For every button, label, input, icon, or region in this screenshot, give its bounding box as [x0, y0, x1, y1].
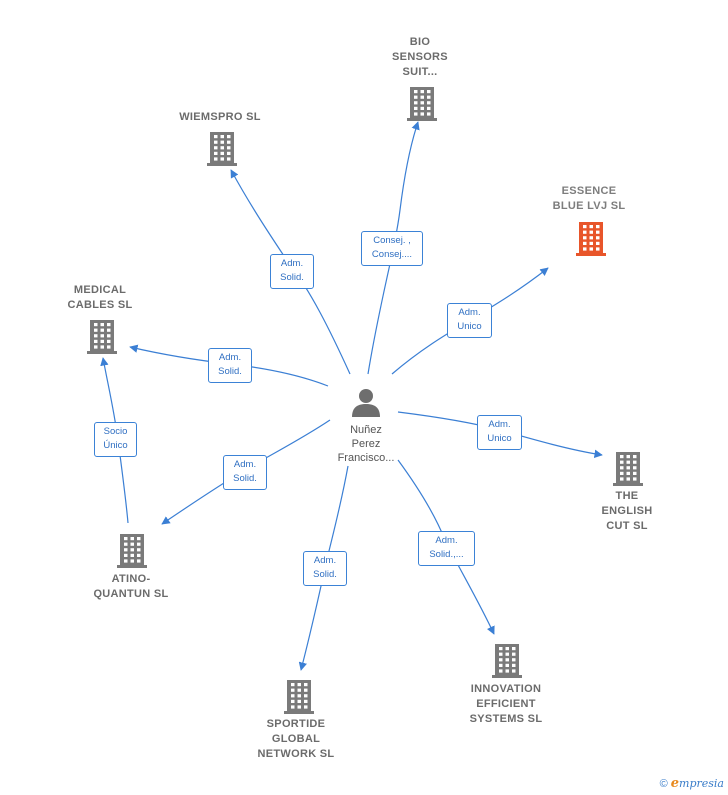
company-name-line: BIO [409, 36, 431, 48]
company-name-line: CABLES SL [67, 299, 133, 311]
role-line: Socio [103, 426, 128, 437]
company-name-line: WIEMSPRO SL [179, 111, 261, 123]
role-line: Solid. [233, 473, 257, 484]
role-badge-wiemspro[interactable]: Adm. Solid. [270, 254, 314, 289]
role-badge-medical[interactable]: Adm. Solid. [208, 348, 252, 383]
role-badge-innovation[interactable]: Adm. Solid.,... [418, 531, 475, 566]
role-badge-essence[interactable]: Adm. Unico [447, 303, 492, 338]
company-name-line: SPORTIDE [266, 718, 326, 730]
role-badge-atino[interactable]: Adm. Solid. [223, 455, 267, 490]
company-name-line: ATINO- [111, 573, 151, 585]
building-icon[interactable] [491, 642, 523, 683]
role-line: Unico [457, 321, 482, 332]
building-icon[interactable] [575, 220, 607, 261]
building-icon[interactable] [612, 450, 644, 491]
role-line: Solid. [218, 366, 242, 377]
empresia-logo: ©empresia [660, 776, 724, 791]
role-line: Consej.... [371, 249, 413, 260]
role-line: Adm. [488, 419, 511, 430]
edge-bio [367, 121, 420, 375]
role-line: Consej. , [373, 235, 411, 246]
brand-initial: e [670, 776, 680, 791]
company-label-innovation[interactable]: INNOVATION EFFICIENT SYSTEMS SL [448, 682, 564, 727]
company-name-line: MEDICAL [73, 284, 127, 296]
role-line: Adm. [218, 352, 242, 363]
company-name-line: NETWORK SL [257, 748, 335, 760]
company-name-line: INNOVATION [470, 683, 542, 695]
role-badge-bio[interactable]: Consej. , Consej.... [361, 231, 423, 266]
company-label-bio[interactable]: BIO SENSORS SUIT... [370, 35, 470, 80]
role-badge-sportide[interactable]: Adm. Solid. [303, 551, 347, 586]
copyright-symbol: © [659, 778, 668, 790]
company-label-sportide[interactable]: SPORTIDE GLOBAL NETWORK SL [240, 717, 352, 762]
role-line: Único [103, 440, 128, 451]
role-line: Adm. [280, 258, 304, 269]
person-icon[interactable] [350, 387, 382, 417]
center-person-name[interactable]: Nuñez Perez Francisco... [318, 423, 414, 465]
building-icon[interactable] [86, 318, 118, 359]
building-icon[interactable] [206, 130, 238, 171]
company-name-line: EFFICIENT [476, 698, 536, 710]
company-name-line: THE [615, 490, 639, 502]
company-name-line: ESSENCE [561, 185, 617, 197]
center-name-line: Nuñez [350, 424, 382, 436]
brand-name: mpresia [679, 777, 724, 790]
company-label-essence[interactable]: ESSENCE BLUE LVJ SL [530, 184, 648, 214]
role-line: Solid.,... [429, 549, 464, 560]
company-name-line: GLOBAL [271, 733, 321, 745]
role-line: Unico [487, 433, 512, 444]
company-label-medical[interactable]: MEDICAL CABLES SL [50, 283, 150, 313]
company-name-line: ENGLISH [601, 505, 653, 517]
role-line: Solid. [280, 272, 304, 283]
company-label-atino[interactable]: ATINO- QUANTUN SL [75, 572, 187, 602]
company-name-line: CUT SL [606, 520, 648, 532]
role-line: Adm. [458, 307, 481, 318]
company-name-line: QUANTUN SL [93, 588, 169, 600]
building-icon[interactable] [406, 85, 438, 126]
company-name-line: SUIT... [402, 66, 438, 78]
role-line: Adm. [233, 459, 257, 470]
role-badge-english[interactable]: Adm. Unico [477, 415, 522, 450]
company-name-line: BLUE LVJ SL [552, 200, 626, 212]
role-line: Adm. [435, 535, 458, 546]
center-name-line: Perez [351, 438, 381, 450]
role-line: Solid. [313, 569, 337, 580]
center-name-line: Francisco... [337, 452, 395, 464]
company-name-line: SENSORS [392, 51, 448, 63]
company-label-wiemspro[interactable]: WIEMSPRO SL [160, 110, 280, 125]
company-label-english[interactable]: THE ENGLISH CUT SL [585, 489, 669, 534]
role-line: Adm. [313, 555, 337, 566]
role-badge-socio[interactable]: Socio Único [94, 422, 137, 457]
building-icon[interactable] [116, 532, 148, 573]
building-icon[interactable] [283, 678, 315, 719]
company-name-line: SYSTEMS SL [469, 713, 543, 725]
